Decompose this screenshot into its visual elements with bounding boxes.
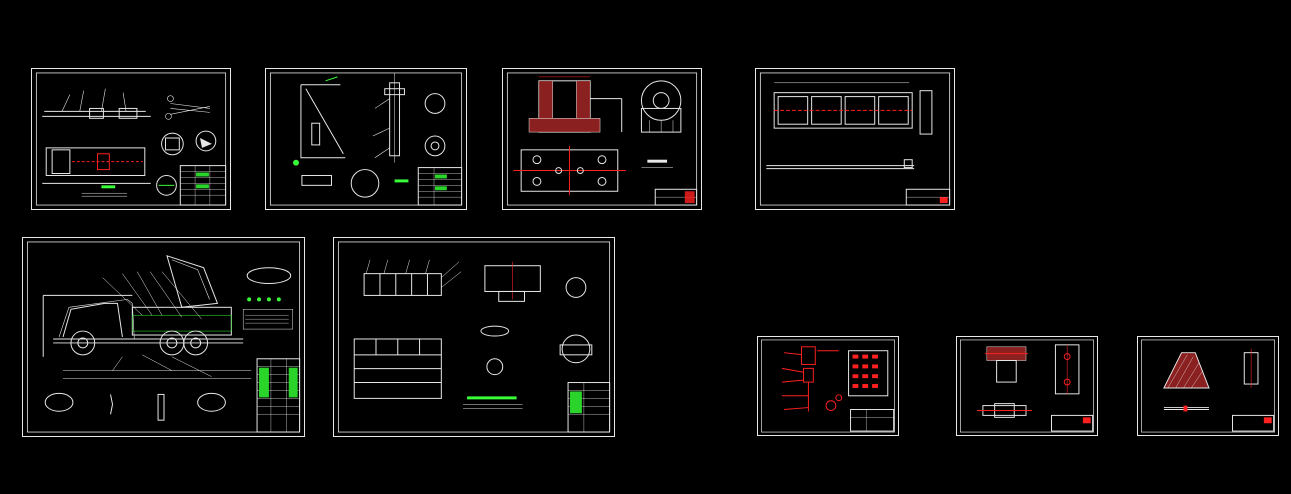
sheet-5-graphics: [26, 241, 301, 433]
drawing-sheet-cargo-box[interactable]: [333, 237, 615, 437]
sheet-9-graphics: [1141, 339, 1275, 433]
drawing-sheet-chassis[interactable]: [31, 68, 231, 210]
drawing-sheet-block[interactable]: [502, 68, 702, 210]
drawing-sheet-hydraulic[interactable]: [757, 336, 899, 436]
sheet-7-graphics: [761, 339, 895, 433]
drawing-sheet-truck-assembly[interactable]: [22, 237, 305, 437]
sheet-8-graphics: [960, 339, 1094, 433]
sheet-3-graphics: [506, 72, 698, 206]
sheet-1-graphics: [35, 72, 227, 206]
sheet-6-graphics: [337, 241, 611, 433]
drawing-sheet-wedge[interactable]: [1137, 336, 1279, 436]
drawing-sheet-lift-arm[interactable]: [265, 68, 467, 210]
sheet-2-graphics: [269, 72, 463, 206]
drawing-sheet-bracket[interactable]: [956, 336, 1098, 436]
sheet-4-graphics: [759, 72, 951, 206]
drawing-sheet-frame[interactable]: [755, 68, 955, 210]
